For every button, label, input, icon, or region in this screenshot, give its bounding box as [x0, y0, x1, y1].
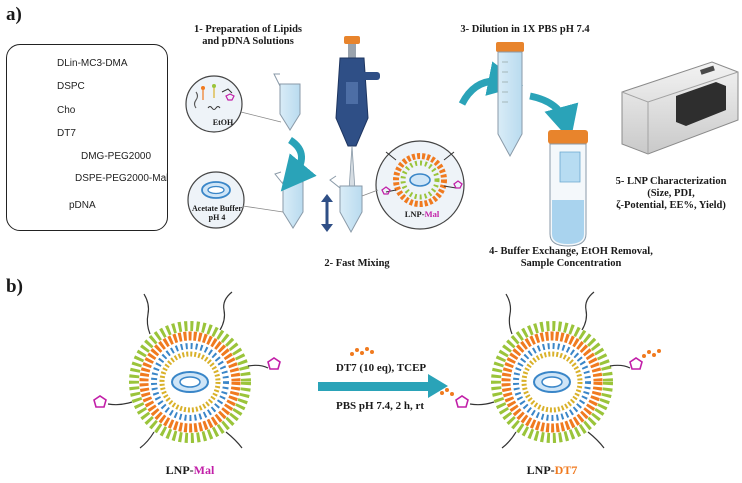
legend-label-pdna: pDNA [69, 200, 96, 211]
legend-label-cho: Cho [57, 105, 76, 116]
acetate-line2: pH 4 [208, 213, 226, 223]
step5-line2: (Size, PDI, [647, 188, 695, 200]
legend-label-dmg-peg: DMG-PEG2000 [81, 151, 152, 162]
lnp-dt7-particle [435, 291, 661, 449]
reaction-dt7-icon [350, 347, 374, 356]
magnify-line-3 [361, 189, 379, 197]
legend-box: DLin-MC3-DMA DSPC Cho DT7 DMG-PEG2000 DS… [6, 44, 168, 231]
step4-line2: Sample Concentration [520, 258, 622, 270]
magnify-line-2 [242, 205, 284, 213]
etoh-tube [273, 73, 301, 131]
panel-a-letter: a) [6, 4, 22, 25]
reaction-conditions-bottom: PBS pH 7.4, 2 h, rt [335, 400, 424, 412]
reaction-arrow [318, 374, 448, 398]
lnp-mal-label: LNP-Mal [150, 463, 230, 478]
step1-title: 1- Preparation of Lipids and pDNA Soluti… [178, 24, 318, 48]
acetate-buffer-tube [274, 171, 304, 229]
legend-label-dspc: DSPC [57, 81, 85, 92]
step4-line1: 4- Buffer Exchange, EtOH Removal, [489, 246, 653, 257]
step2-title: 2- Fast Mixing [324, 258, 390, 269]
reaction-conditions-top: DT7 (10 eq), TCEP [335, 362, 427, 374]
step5-line3: ζ-Potential, EE%, Yield) [616, 200, 726, 212]
acetate-buffer-circle [187, 171, 245, 229]
falcon-tube-small [496, 42, 524, 158]
lnp-dt7-prefix: LNP- [526, 463, 555, 477]
step1-line2: and pDNA Solutions [202, 36, 294, 48]
acetate-line1: Acetate Buffer [192, 204, 242, 213]
legend-label-dspe-peg-mal: DSPE-PEG2000-Mal [75, 173, 169, 184]
acetate-buffer-label: Acetate Buffer pH 4 [188, 204, 246, 222]
characterization-instrument [621, 61, 739, 155]
lnp-mal-suffix: Mal [424, 209, 440, 219]
mixing-tube [329, 175, 363, 234]
lnp-dt7-suffix: DT7 [554, 463, 578, 477]
magnify-line [240, 111, 282, 123]
lnp-mal-left-suffix: Mal [193, 463, 215, 477]
lnp-mal-zoom-label: LNP-Mal [397, 209, 447, 220]
step5-title: 5- LNP Characterization (Size, PDI, ζ-Po… [600, 176, 742, 212]
etoh-lipid-circle [185, 75, 243, 133]
step1-line1: 1- Preparation of Lipids [193, 24, 303, 35]
step3-title: 3- Dilution in 1X PBS pH 7.4 [460, 24, 590, 35]
lnp-dt7-label: LNP-DT7 [512, 463, 592, 478]
concentrator-tube [548, 130, 588, 247]
step5-line1: 5- LNP Characterization [615, 176, 727, 187]
lnp-mal-prefix: LNP- [404, 209, 425, 219]
etoh-label: EtOH [212, 118, 234, 127]
lnp-mal-zoom-circle [375, 140, 465, 230]
pipette [335, 36, 380, 191]
legend-label-dlin: DLin-MC3-DMA [57, 58, 128, 69]
lnp-mal-left-prefix: LNP- [165, 463, 194, 477]
to-concentrator-arrow [529, 92, 579, 141]
panel-b-letter: b) [6, 276, 23, 297]
legend-label-dt7: DT7 [57, 128, 76, 139]
mixing-double-arrow-icon [321, 194, 333, 232]
lnp-mal-particle [93, 291, 281, 449]
step4-title: 4- Buffer Exchange, EtOH Removal, Sample… [466, 246, 676, 270]
combine-arrow [280, 137, 317, 192]
